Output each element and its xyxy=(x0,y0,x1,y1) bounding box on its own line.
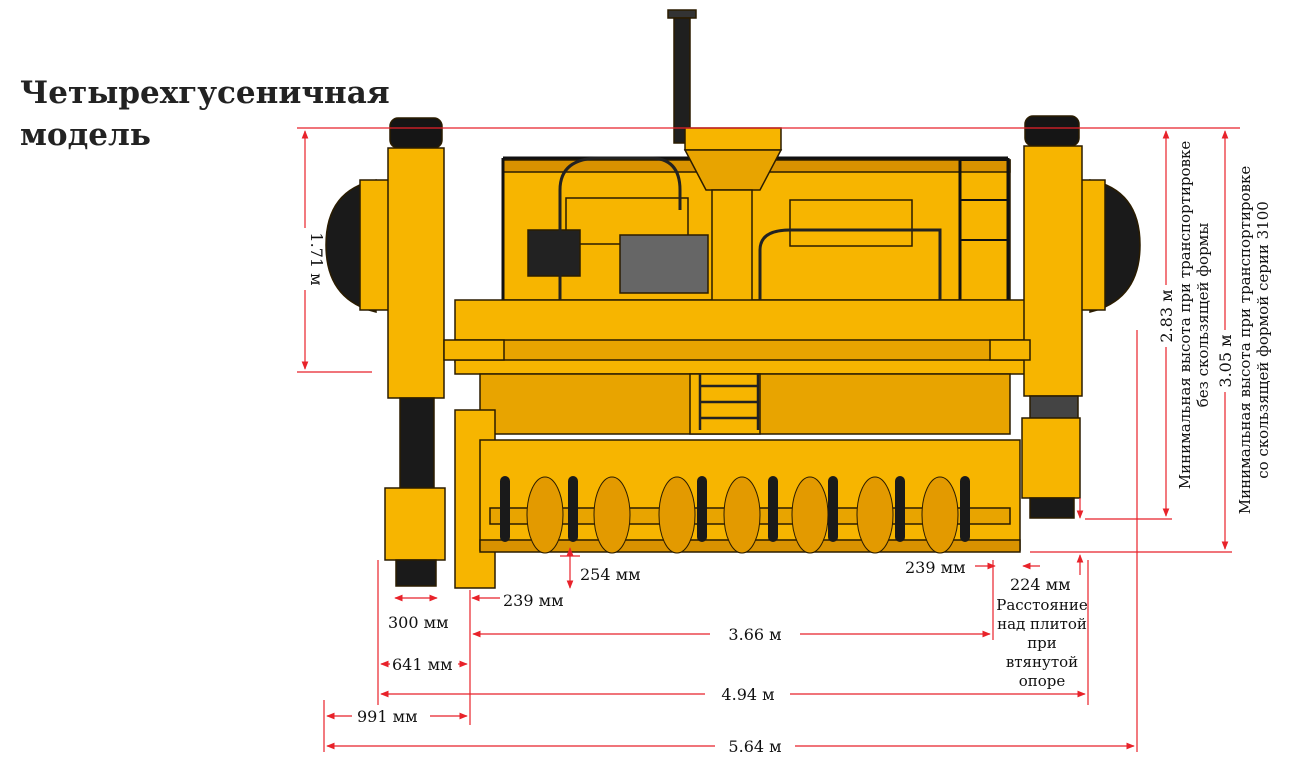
dimension-labels: 1.71 м 2.83 м 3.05 м 254 мм 239 мм 239 м… xyxy=(296,228,1236,756)
clearance-line-3: при xyxy=(1027,634,1057,652)
label-2-83: 2.83 м xyxy=(1157,289,1176,342)
clearance-line-2: над плитой xyxy=(997,615,1087,633)
label-300-mm: 300 мм xyxy=(388,613,449,632)
label-239-mm-left: 239 мм xyxy=(503,591,564,610)
label-3-66-m: 3.66 м xyxy=(728,625,781,644)
clearance-line-5: опоре xyxy=(1019,672,1066,690)
page-title: Четырехгусеничная модель xyxy=(20,72,390,156)
note-with-form-line-1: Минимальная высота при транспортировке xyxy=(1236,166,1254,515)
label-991-mm: 991 мм xyxy=(357,707,418,726)
clearance-line-4: втянутой xyxy=(1006,653,1078,671)
label-4-94-m: 4.94 м xyxy=(721,685,774,704)
clearance-note: Расстояние над плитой при втянутой опоре xyxy=(996,596,1088,690)
label-641-mm: 641 мм xyxy=(392,655,453,674)
note-no-form-line-2: без скользящей формы xyxy=(1194,223,1212,408)
label-239-mm-right: 239 мм xyxy=(905,558,966,577)
note-no-form-line-1: Минимальная высота при транспортировке xyxy=(1176,141,1194,490)
label-254-mm: 254 мм xyxy=(580,565,641,584)
transport-height-notes: Минимальная высота при транспортировке б… xyxy=(1176,141,1272,515)
label-1-71: 1.71 м xyxy=(307,232,326,285)
title-line-1: Четырехгусеничная xyxy=(20,75,390,111)
title-line-2: модель xyxy=(20,117,151,153)
note-with-form-line-2: со скользящей формой серии 3100 xyxy=(1254,201,1272,479)
paver-machine-illustration xyxy=(325,9,1141,589)
label-3-05: 3.05 м xyxy=(1216,334,1235,387)
label-5-64-m: 5.64 м xyxy=(728,737,781,756)
label-224-mm: 224 мм xyxy=(1010,575,1071,594)
clearance-line-1: Расстояние xyxy=(996,596,1088,614)
